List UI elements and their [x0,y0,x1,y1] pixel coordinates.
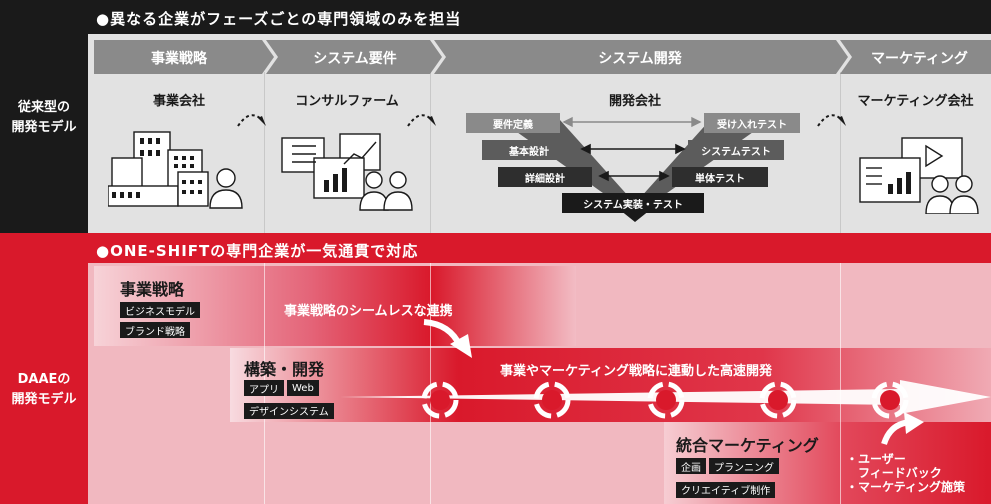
strategy-link-label: 事業戦略のシームレスな連携 [284,304,453,319]
feedback-arrow-icon [881,412,924,445]
phase-chevron-strategy [94,40,274,74]
development-band [230,348,991,422]
build-title: 構築・開発 [244,360,325,379]
marketing-tag: プランニング [709,458,779,474]
phase-chevron-development [434,40,848,74]
traditional-side-label-line1: 従来型の [17,100,70,115]
feedback-item: ・マーケティング施策 [846,480,966,494]
marketing-tags-row1: 企画 プランニング [676,458,779,474]
build-tags-row2: デザインシステム [244,400,334,419]
column-divider [264,72,265,233]
cycle-icon [759,381,797,419]
traditional-header-bar [88,0,991,34]
column-divider [430,263,431,504]
cycle-icon [647,381,685,419]
v-step-basic-design: 基本設計 [482,140,576,160]
company-marketing: マーケティング会社 [857,94,974,109]
traditional-side-label: 従来型の 開発モデル [0,98,88,138]
phase-chevrons [94,40,991,74]
strategy-tags: ビジネスモデル ブランド戦略 [120,302,200,338]
marketing-monitor-icon [859,137,979,214]
consulting-monitor-icon [281,133,413,211]
v-step-system-test: システムテスト [688,140,784,160]
phase-label-marketing: マーケティング [871,51,968,67]
daae-header-text: ●ONE-SHIFTの専門企業が一気通貫で対応 [96,242,419,260]
cycle-icon [533,381,571,419]
daae-side-label-line1: DAAEの [17,372,71,387]
feedback-list: ・ユーザー フィードバック ・マーケティング施策 [846,452,965,494]
phase-label-development: システム開発 [598,51,682,67]
build-tag: アプリ [244,380,284,396]
strategy-title: 事業戦略 [120,280,185,299]
feedback-item: フィードバック [858,466,942,480]
v-step-requirements-def: 要件定義 [466,113,560,133]
daae-header-bar [88,233,991,263]
column-divider [430,72,431,233]
build-tags-row1: アプリ Web [244,380,319,396]
marketing-tag: 企画 [676,458,706,474]
feedback-item: ・ユーザー [846,452,906,466]
column-divider [840,263,841,504]
phase-chevron-marketing [840,40,991,74]
strategy-tag: ブランド戦略 [120,322,190,338]
daae-side-label: DAAEの 開発モデル [0,370,88,410]
handoff-arrow-icon [407,114,436,127]
company-business: 事業会社 [152,94,205,109]
curved-arrow-icon [423,319,472,358]
phase-label-strategy: 事業戦略 [151,51,207,67]
daae-side-label-line2: 開発モデル [11,392,77,407]
phase-label-requirements: システム要件 [313,51,397,67]
marketing-tag: クリエイティブ制作 [676,481,776,498]
cycle-icon [871,381,909,419]
cycle-icon [421,381,459,419]
phase-chevron-requirements [266,40,442,74]
office-building-icon [108,131,243,209]
v-step-unit-test: 単体テスト [672,167,768,187]
v-step-implementation: システム実装・テスト [562,193,704,213]
strategy-tag: ビジネスモデル [120,302,200,318]
build-tag: デザインシステム [244,402,334,419]
traditional-side-panel [0,0,88,233]
marketing-tags-row2: クリエイティブ制作 [676,479,776,498]
handoff-arrow-icon [817,114,846,127]
daae-side-panel [0,233,88,504]
traditional-header-text: ●異なる企業がフェーズごとの専門領域のみを担当 [96,10,462,28]
traditional-side-label-line2: 開発モデル [11,120,77,135]
column-divider [840,72,841,233]
handoff-arrow-icon [237,114,266,127]
v-step-acceptance-test: 受け入れテスト [704,113,800,133]
company-consulting: コンサルファーム [295,94,399,109]
fast-dev-label: 事業やマーケティング戦略に連動した高速開発 [500,364,772,379]
marketing-title: 統合マーケティング [676,436,819,455]
build-tag: Web [287,380,319,396]
v-step-detailed-design: 詳細設計 [498,167,592,187]
company-development: 開発会社 [608,94,661,109]
